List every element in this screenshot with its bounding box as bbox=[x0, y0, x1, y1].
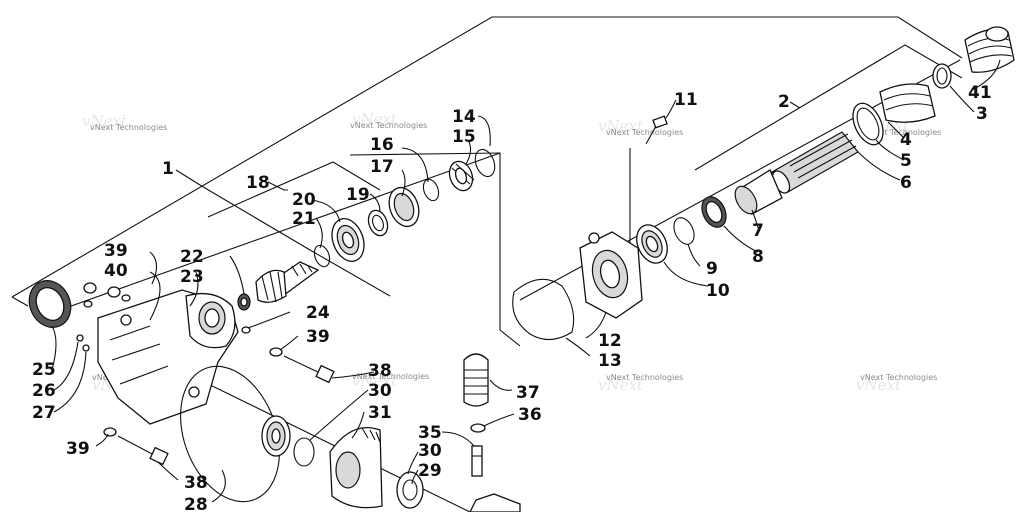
callout-5: 5 bbox=[900, 151, 912, 171]
callout-37: 37 bbox=[516, 383, 540, 403]
part-26-27-fittings bbox=[76, 334, 90, 352]
part-36-clamp bbox=[470, 423, 486, 433]
callout-12: 12 bbox=[598, 331, 622, 351]
svg-text:vNext: vNext bbox=[82, 112, 128, 130]
callout-11: 11 bbox=[674, 90, 698, 110]
callout-35: 35 bbox=[418, 423, 442, 443]
part-17-bearing-race bbox=[388, 186, 420, 228]
watermark-4: vNext Technologies bbox=[864, 128, 941, 137]
part-13-gasket bbox=[512, 278, 575, 341]
part-10-bearing bbox=[636, 224, 668, 264]
svg-text:vNext: vNext bbox=[598, 376, 644, 394]
callout-39-mid: 39 bbox=[306, 327, 330, 347]
part-15-bearing bbox=[448, 160, 475, 192]
watermark-3: vNext Technologies bbox=[606, 128, 683, 137]
callout-36: 36 bbox=[518, 405, 542, 425]
callout-13: 13 bbox=[598, 351, 622, 371]
watermark-8: vNext Technologies bbox=[860, 373, 937, 382]
part-39-washer-mid bbox=[269, 347, 283, 357]
part-19-bushing bbox=[367, 209, 389, 237]
callout-39-top: 39 bbox=[104, 241, 128, 261]
callout-30-lower: 30 bbox=[418, 441, 442, 461]
callout-23: 23 bbox=[180, 267, 204, 287]
svg-text:vNext: vNext bbox=[352, 372, 398, 390]
callout-29: 29 bbox=[418, 461, 442, 481]
part-37-breather-cap bbox=[463, 353, 489, 407]
svg-text:vNext: vNext bbox=[352, 110, 398, 128]
part-35-fitting bbox=[471, 445, 483, 477]
callout-22: 22 bbox=[180, 247, 204, 267]
callout-17: 17 bbox=[370, 157, 394, 177]
callout-24: 24 bbox=[306, 303, 330, 323]
part-39-washer-low bbox=[103, 427, 117, 437]
part-5-ring bbox=[852, 102, 884, 146]
part-8-seal bbox=[701, 196, 727, 228]
assembly-brackets bbox=[11, 16, 963, 347]
part-3-clamp bbox=[932, 63, 952, 89]
callout-38-upper: 38 bbox=[368, 361, 392, 381]
part-21-shim bbox=[313, 244, 331, 268]
part-9-snap-ring bbox=[673, 217, 695, 245]
callout-2: 2 bbox=[778, 92, 790, 112]
part-11-bolt bbox=[645, 115, 668, 145]
part-lower-case bbox=[469, 493, 521, 512]
callout-10: 10 bbox=[706, 281, 730, 301]
svg-text:vNext: vNext bbox=[598, 117, 644, 135]
callout-20: 20 bbox=[292, 190, 316, 210]
callout-3: 3 bbox=[976, 104, 988, 124]
callout-28: 28 bbox=[184, 495, 208, 512]
callout-15: 15 bbox=[452, 127, 476, 147]
leader-lines bbox=[51, 59, 1001, 503]
part-24-dowel bbox=[241, 326, 251, 334]
callout-9: 9 bbox=[706, 259, 718, 279]
callout-39-low: 39 bbox=[66, 439, 90, 459]
callout-27: 27 bbox=[32, 403, 56, 423]
callout-14: 14 bbox=[452, 107, 476, 127]
part-14-snap-ring bbox=[474, 148, 496, 178]
callout-38-lower: 38 bbox=[184, 473, 208, 493]
watermark-1: vNext Technologies bbox=[90, 123, 167, 132]
callouts: 1 2 3 4 5 6 7 8 9 10 11 12 13 14 15 16 1… bbox=[32, 83, 992, 512]
part-25-seal bbox=[28, 280, 72, 328]
part-18-pinion-gear bbox=[255, 261, 320, 303]
callout-18: 18 bbox=[246, 173, 270, 193]
part-38-bolt-lower bbox=[117, 435, 169, 466]
watermark-2: vNext Technologies bbox=[350, 121, 427, 130]
part-6-shaft bbox=[771, 131, 859, 194]
callout-31: 31 bbox=[368, 403, 392, 423]
part-7-yoke bbox=[734, 169, 783, 215]
callout-16: 16 bbox=[370, 135, 394, 155]
part-22-bushing bbox=[237, 293, 251, 311]
callout-6: 6 bbox=[900, 173, 912, 193]
part-12-housing bbox=[579, 231, 643, 319]
part-38-bolt-upper bbox=[283, 355, 335, 384]
part-39-40-washers-top bbox=[83, 282, 131, 308]
callout-25: 25 bbox=[32, 360, 56, 380]
part-30-shim bbox=[293, 437, 315, 467]
part-41-boot bbox=[964, 26, 1015, 73]
part-31-ring-gear bbox=[329, 426, 383, 509]
watermark-7: vNext Technologies bbox=[606, 373, 683, 382]
callout-21: 21 bbox=[292, 209, 316, 229]
part-29-collar bbox=[396, 471, 424, 509]
callout-30-upper: 30 bbox=[368, 381, 392, 401]
callout-26: 26 bbox=[32, 381, 56, 401]
callout-19: 19 bbox=[346, 185, 370, 205]
svg-text:vNext: vNext bbox=[856, 376, 902, 394]
callout-7: 7 bbox=[752, 221, 764, 241]
callout-4: 4 bbox=[900, 130, 912, 150]
callout-41: 41 bbox=[968, 83, 992, 103]
part-16-washer bbox=[422, 178, 440, 202]
callout-8: 8 bbox=[752, 247, 764, 267]
callout-1: 1 bbox=[162, 159, 174, 179]
part-20-bearing bbox=[331, 218, 365, 262]
part-30-bearing bbox=[261, 415, 291, 457]
part-4-boot bbox=[879, 83, 936, 123]
callout-40: 40 bbox=[104, 261, 128, 281]
watermark-6: vNext Technologies bbox=[352, 372, 429, 381]
part-23-gear-case bbox=[97, 289, 239, 425]
